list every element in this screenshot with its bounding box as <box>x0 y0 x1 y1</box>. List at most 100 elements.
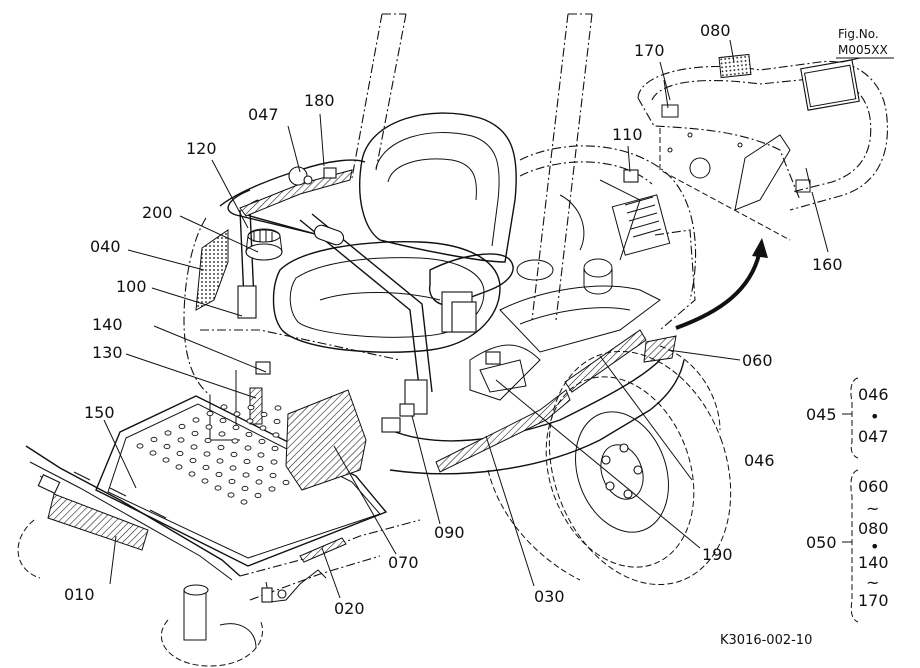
floor-hole <box>240 499 248 505</box>
floor-hole <box>217 444 225 451</box>
floor-hole <box>254 492 262 499</box>
callout-130: 130 <box>92 343 123 362</box>
floor-hole <box>260 411 268 418</box>
floor-hole <box>192 417 200 423</box>
front-deck <box>17 445 263 667</box>
floor-hole <box>233 411 241 417</box>
floor-hole <box>241 485 249 492</box>
callout-160: 160 <box>812 255 843 274</box>
group-050-item: ~ <box>866 573 879 592</box>
hood-open-arrow <box>675 238 768 330</box>
right-step <box>389 285 685 475</box>
callout-170: 170 <box>634 41 665 60</box>
callout-020: 020 <box>334 599 365 618</box>
rops-bar-right <box>531 13 593 321</box>
floor-hole <box>270 459 278 465</box>
floor-hole <box>204 437 212 444</box>
floor-hole <box>220 404 228 410</box>
rops-bar-left <box>351 13 407 179</box>
floor-hole <box>243 458 251 465</box>
floor-hole <box>258 438 266 445</box>
callout-070: 070 <box>388 553 419 572</box>
floor-hole <box>228 478 236 485</box>
floor-hole <box>150 436 158 443</box>
floor-hole <box>256 465 264 472</box>
group-050-item: 060 <box>858 477 889 496</box>
control-levers <box>227 189 428 415</box>
floor-hole <box>189 457 197 464</box>
floor-plate <box>95 389 388 567</box>
floor-hole <box>230 451 238 458</box>
fig-no-label: Fig.No. <box>838 27 879 41</box>
callout-140: 140 <box>92 315 123 334</box>
rear-hood <box>637 59 888 241</box>
callout-030: 030 <box>534 587 565 606</box>
leader-lines <box>103 39 861 599</box>
floor-hole <box>206 410 214 417</box>
floor-hole <box>232 424 240 431</box>
callout-150: 150 <box>84 403 115 422</box>
floor-hole <box>231 438 239 444</box>
group-045: 045 046 • 047 <box>806 377 889 459</box>
floor-hole <box>205 424 213 430</box>
floor-holes <box>136 404 290 505</box>
drawing-code: K3016-002-10 <box>720 633 812 648</box>
floor-hole <box>176 450 184 457</box>
mower-illustration <box>17 13 888 667</box>
floor-hole <box>215 471 223 478</box>
floor-hole <box>214 485 222 491</box>
callout-040: 040 <box>90 237 121 256</box>
callout-100: 100 <box>116 277 147 296</box>
floor-hole <box>272 432 280 438</box>
seat <box>272 112 517 396</box>
floor-hole <box>190 444 198 450</box>
floor-hole <box>255 479 263 485</box>
callout-090: 090 <box>434 523 465 542</box>
floor-hole <box>227 492 235 498</box>
floor-hole <box>246 418 254 424</box>
floor-hole <box>229 465 237 471</box>
floor-hole <box>202 464 210 471</box>
floor-hole <box>244 445 252 451</box>
group-050-item: • <box>870 537 879 556</box>
callout-180: 180 <box>304 91 335 110</box>
floor-hole <box>188 471 196 477</box>
callout-110: 110 <box>612 125 643 144</box>
group-045-separator: • <box>870 407 879 426</box>
callout-060: 060 <box>742 351 773 370</box>
floor-hole <box>273 418 281 425</box>
floor-hole <box>164 430 172 436</box>
floor-hole <box>259 425 267 431</box>
callout-046: 046 <box>744 451 775 470</box>
group-045-label: 045 <box>806 405 837 424</box>
callout-190: 190 <box>702 545 733 564</box>
floor-hole <box>203 451 211 457</box>
floor-hole <box>245 431 253 438</box>
left-body <box>183 217 401 441</box>
floor-hole <box>219 417 227 424</box>
group-050-item: 080 <box>858 519 889 538</box>
callout-010: 010 <box>64 585 95 604</box>
floor-hole <box>257 452 265 458</box>
callout-200: 200 <box>142 203 173 222</box>
floor-hole <box>149 450 157 456</box>
floor-hole <box>271 445 279 452</box>
floor-hole <box>162 457 170 463</box>
floor-hole <box>268 486 276 492</box>
floor-hole <box>136 443 144 449</box>
group-050-item: 140 <box>858 553 889 572</box>
floor-hole <box>216 458 224 464</box>
floor-hole <box>242 472 250 478</box>
group-050-item: ~ <box>866 499 879 518</box>
callout-120: 120 <box>186 139 217 158</box>
floor-hole <box>175 464 183 470</box>
floor-hole <box>178 423 186 430</box>
engine-body <box>516 145 697 331</box>
rear-wheel <box>487 345 732 586</box>
group-050-label: 050 <box>806 533 837 552</box>
floor-hole <box>247 404 255 411</box>
group-045-first: 046 <box>858 385 889 404</box>
floor-hole <box>274 405 282 411</box>
floor-hole <box>201 478 209 484</box>
